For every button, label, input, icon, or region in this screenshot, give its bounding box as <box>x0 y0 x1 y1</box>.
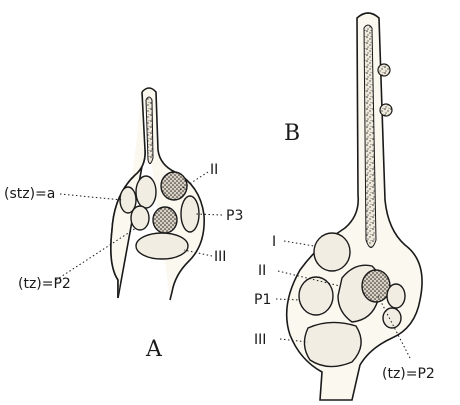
panel-a-cell-tz <box>131 206 149 230</box>
panel-b-bump-lower <box>380 104 392 116</box>
panel-a-label-tz: (tz)=P2 <box>18 276 71 292</box>
panel-b-leader-i <box>284 241 314 246</box>
panel-a-stalk-core <box>146 97 153 164</box>
panel-a-title: A <box>145 337 163 362</box>
panel-b-label-i: I <box>272 234 276 250</box>
panel-a-cell-iii <box>136 233 188 259</box>
panel-b-label-p1: P1 <box>254 292 271 308</box>
panel-a-label-iii: III <box>214 249 226 265</box>
panel-a-cell-ii <box>161 172 187 200</box>
panel-b-bump-upper <box>378 64 390 76</box>
panel-b-cell-iii <box>304 322 361 366</box>
panel-a-label-ii: II <box>210 162 218 178</box>
panel-a-label-stz: (stz)=a <box>4 186 55 202</box>
panel-b-drawing <box>276 13 422 400</box>
panel-b-cell-i <box>314 233 350 271</box>
panel-b-label-ii: II <box>258 263 266 279</box>
panel-b-label-iii: III <box>254 332 266 348</box>
panel-a-cell-left-mid <box>136 176 156 208</box>
panel-b-cell-tz <box>362 270 390 302</box>
panel-a-label-p3: P3 <box>226 208 243 224</box>
panel-a-leader-stz <box>60 194 122 200</box>
panel-a-cell-p3 <box>181 196 199 232</box>
panel-a-drawing <box>56 88 222 300</box>
panel-a-cell-center <box>153 207 177 233</box>
panel-b-cell-p1 <box>299 277 333 315</box>
panel-b-title: B <box>284 121 300 146</box>
panel-b-cell-right-a <box>387 284 405 308</box>
panel-b-label-tz: (tz)=P2 <box>382 366 435 382</box>
